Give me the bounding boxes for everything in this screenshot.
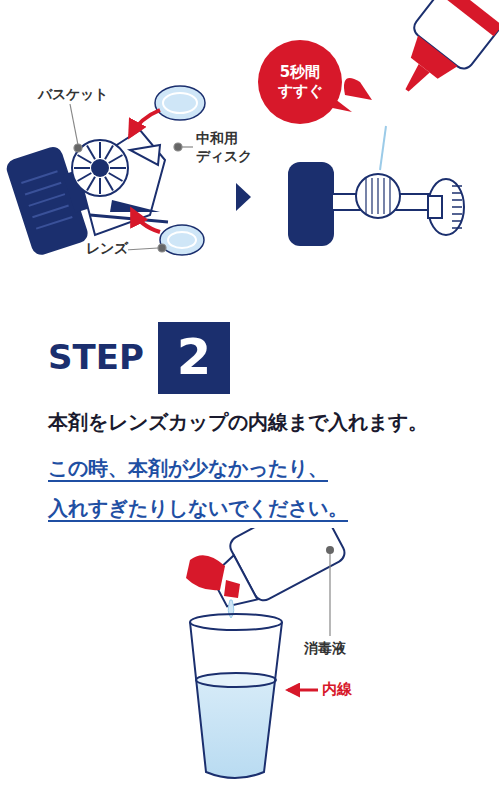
- bottle-cap: [186, 555, 225, 590]
- part-label-text: 内線: [322, 680, 352, 699]
- lens-shine: [168, 232, 196, 248]
- disc-shine: [163, 93, 197, 113]
- caution-text: この時、本剤が少なかったり、 入れすぎたりしないでください。: [48, 448, 468, 528]
- step-heading: STEP: [48, 336, 144, 379]
- bottle-cap-open: [344, 78, 372, 100]
- instruction-text-text: 本剤をレンズカップの内線まで入れます。: [48, 410, 488, 435]
- bubble-text: 5秒間 すすぐ: [278, 63, 323, 101]
- step-heading-text: STEP: [48, 336, 144, 379]
- caution-text-text: この時、本剤が少なかったり、 入れすぎたりしないでください。: [48, 448, 468, 528]
- speech-bubble: 5秒間 すすぐ: [258, 40, 342, 124]
- bottle-nozzle: [224, 580, 240, 598]
- bottle-top: [379, 0, 499, 112]
- lens-case-right: [288, 162, 464, 246]
- step-arrow: [236, 183, 251, 211]
- lens-cup: [190, 614, 282, 778]
- box-fill: [158, 322, 230, 394]
- part-label-text: レンズ: [86, 240, 128, 258]
- rinse-stream: [380, 126, 386, 170]
- step-number: 2: [177, 327, 211, 389]
- insert-arrow: [132, 210, 160, 232]
- lens-case-left: [4, 130, 168, 257]
- leader-dot: [326, 546, 334, 554]
- neutralizing-disc: [155, 86, 205, 120]
- insert-arrow: [130, 110, 160, 136]
- part-label: 中和用 ディスク: [196, 130, 252, 165]
- lens-disc: [160, 225, 204, 255]
- part-label: バスケット: [38, 86, 108, 104]
- inner-line-arrow: [288, 689, 318, 692]
- part-label: 内線: [322, 680, 352, 699]
- bubble-circle: [258, 40, 342, 124]
- instruction-text: 本剤をレンズカップの内線まで入れます。: [48, 410, 488, 435]
- part-label-text: バスケット: [38, 86, 108, 104]
- leader-line: [329, 553, 330, 636]
- leader-lines: [70, 104, 193, 252]
- drop: [228, 600, 234, 618]
- part-label-text: 消毒液: [304, 640, 346, 658]
- part-label: 消毒液: [304, 640, 346, 658]
- step-number-box: 2: [158, 322, 230, 394]
- part-label-text: 中和用 ディスク: [196, 130, 252, 165]
- part-label: レンズ: [86, 240, 128, 258]
